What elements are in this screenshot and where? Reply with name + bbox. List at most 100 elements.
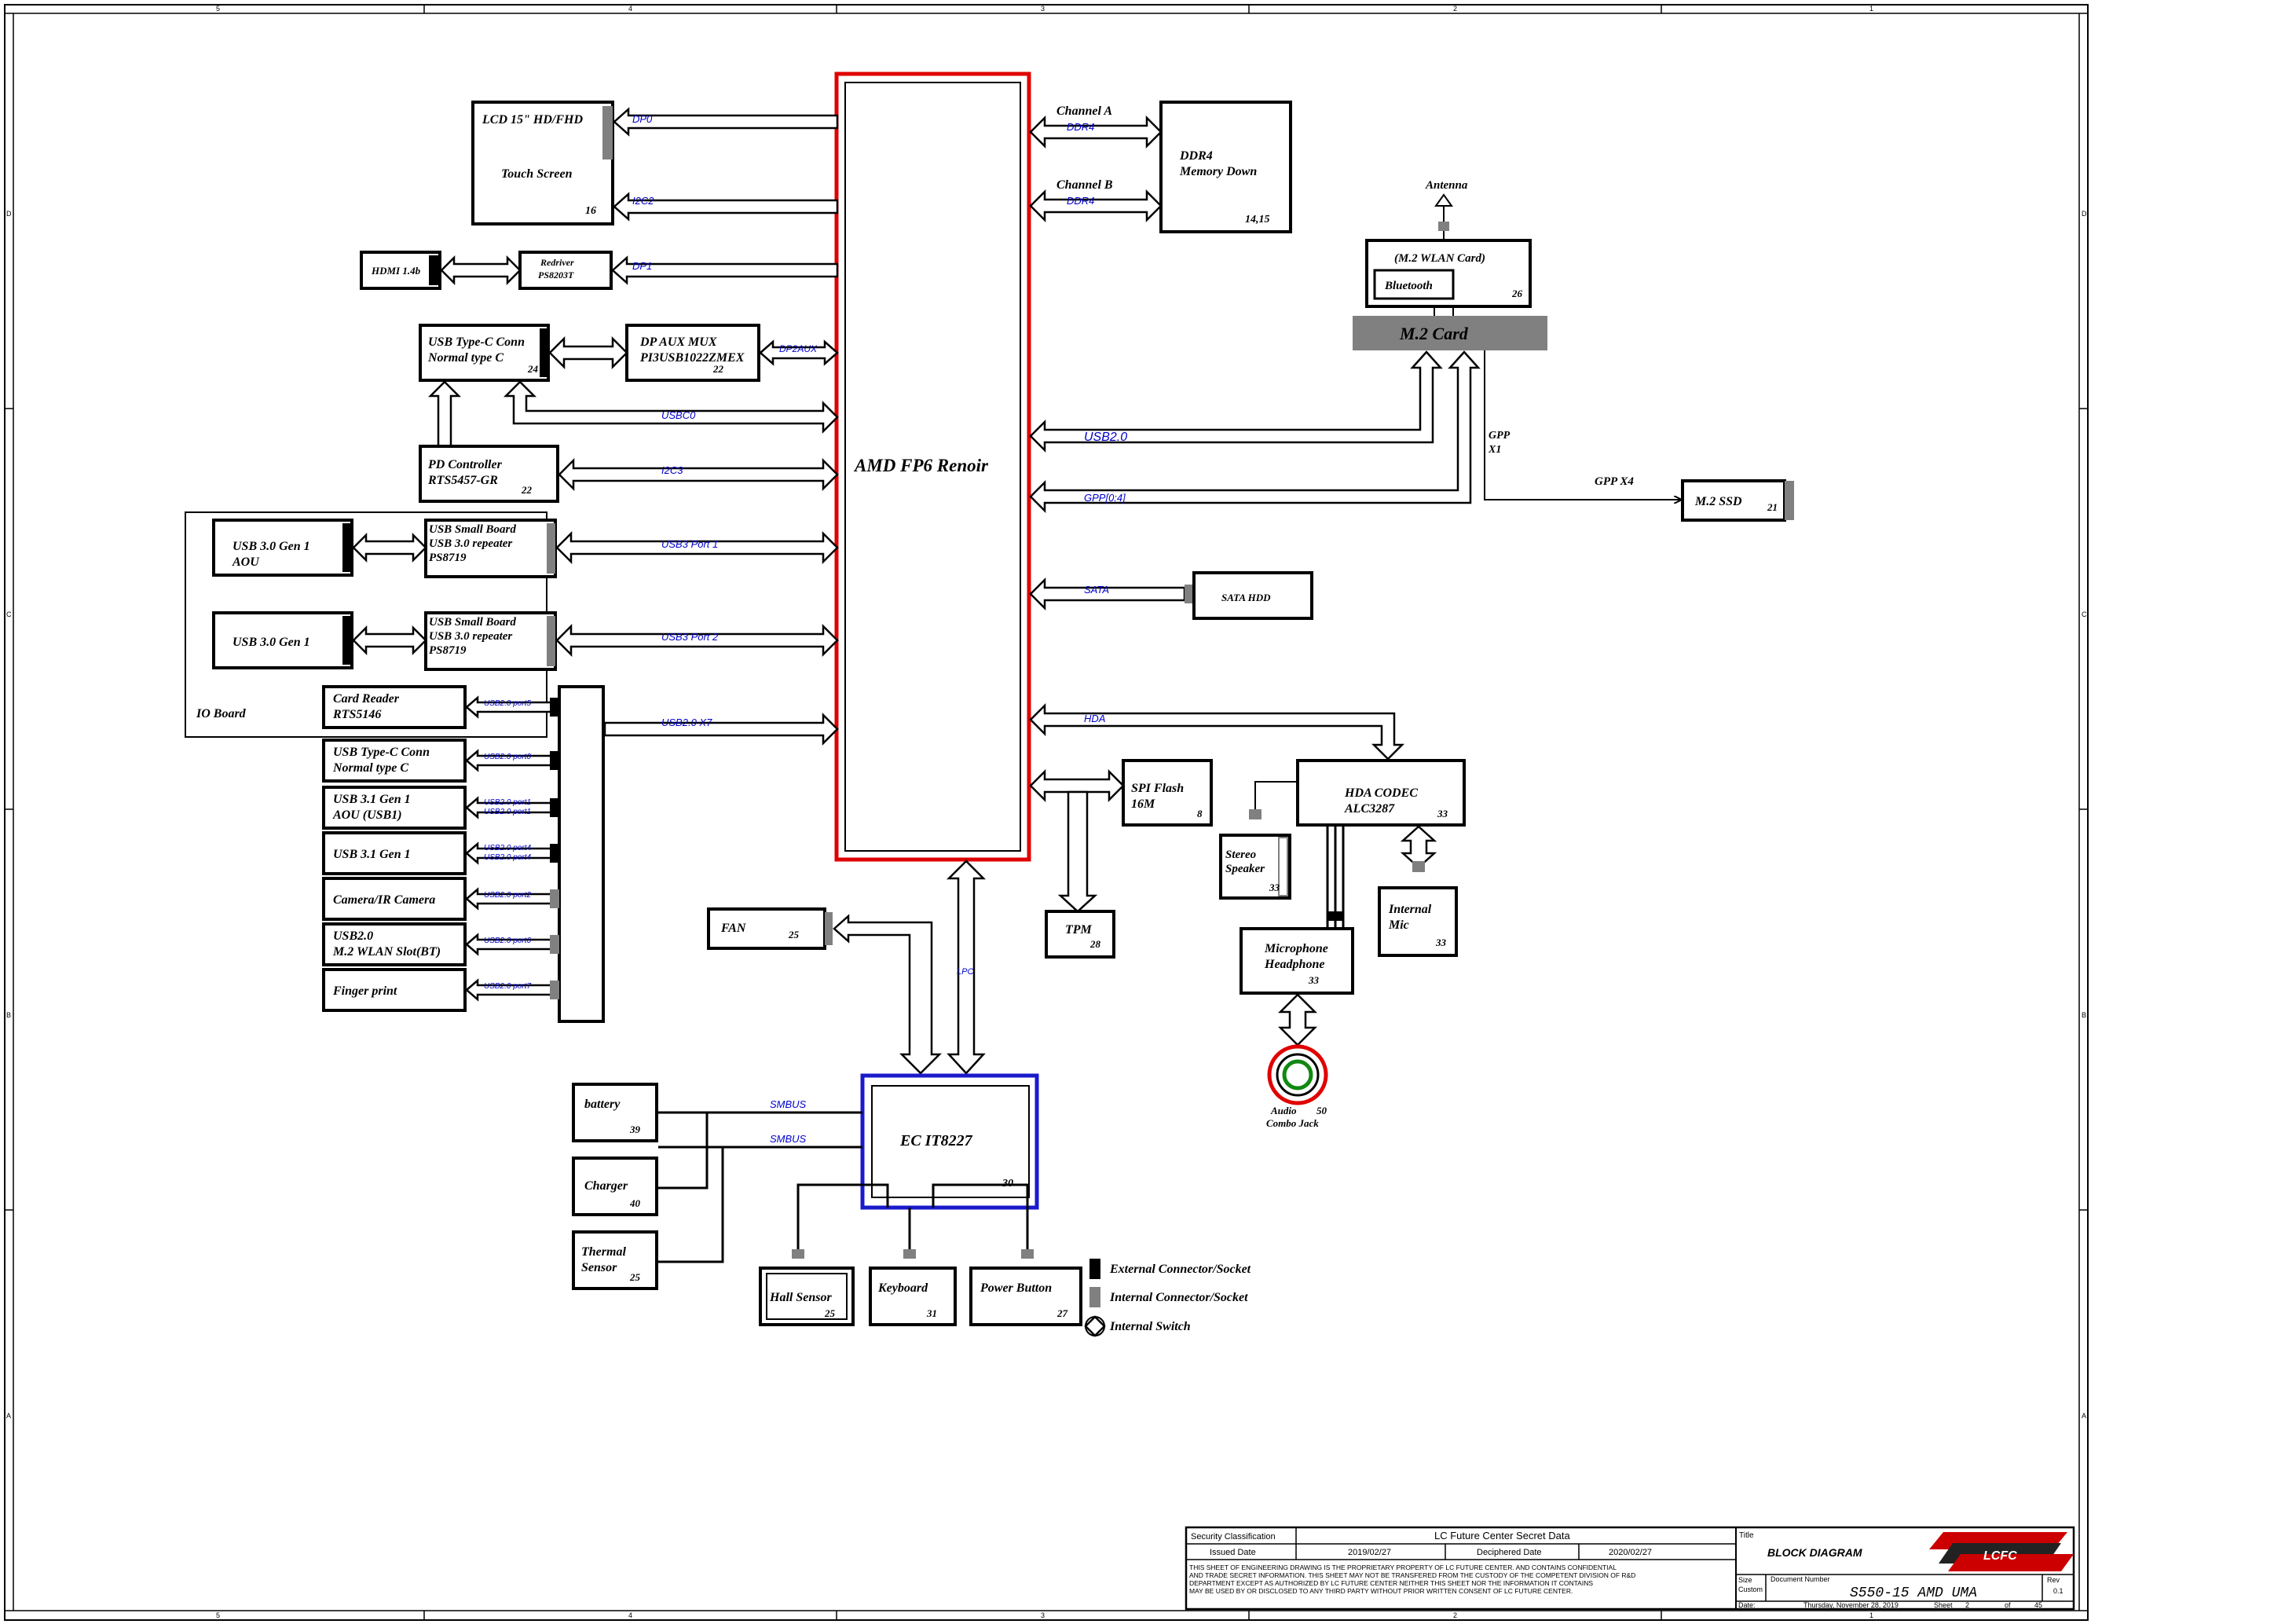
codec-page: 33 <box>1437 808 1448 819</box>
usbc0-arrow <box>503 380 839 434</box>
frame-row-label: A <box>6 1412 11 1420</box>
redriver-dp-signal: DP1 <box>632 260 652 272</box>
deciphered-value: 2020/02/27 <box>1609 1548 1652 1557</box>
docnum-label: Document Number <box>1771 1575 1830 1583</box>
keyboard-label: Keyboard <box>877 1281 928 1295</box>
usb2-device-connector <box>550 844 559 863</box>
lcd-block: LCD 15" HD/FHD Touch Screen 16 DP0 I2C2 <box>471 101 839 225</box>
pd-line1: PD Controller <box>427 458 503 471</box>
lcd-i2c-signal: I2C2 <box>632 195 654 207</box>
frame-row-label: A <box>2082 1412 2086 1420</box>
audio-jack-inner <box>1282 1059 1313 1091</box>
headphone-page: 33 <box>1308 974 1320 986</box>
hall-inner-border <box>766 1273 848 1320</box>
frame-col-label: 2 <box>1453 5 1457 13</box>
mic-line1: Internal <box>1388 903 1432 916</box>
pd-block: PD Controller RTS5457-GR 22 I2C3 <box>419 380 839 503</box>
headphone-box <box>1240 927 1354 995</box>
ssd-internal-connector <box>1785 481 1794 520</box>
frame-row-label: C <box>6 610 12 618</box>
antenna-connector <box>1438 222 1449 231</box>
usb2-device-item: USB2.0M.2 WLAN Slot(BT)USB2.0 port6 <box>322 922 561 966</box>
frame-row-label: B <box>6 1011 11 1019</box>
usb2-device-connector <box>550 981 559 999</box>
repeater2-internal-connector <box>547 616 555 666</box>
fan-ec-arrow <box>833 914 943 1075</box>
legend-switch-label: Internal Switch <box>1109 1320 1191 1333</box>
usbc0-signal: USBC0 <box>661 409 696 421</box>
dpmux-line1: DP AUX MUX <box>639 335 717 349</box>
wlan-block: Antenna (M.2 WLAN Card) Bluetooth 26 M.2… <box>1353 179 1547 350</box>
pd-line2: RTS5457-GR <box>427 474 498 487</box>
hdmi-redriver-arrow <box>440 255 522 286</box>
legend-external-swatch <box>1089 1259 1100 1279</box>
redriver-box <box>518 251 613 290</box>
bluetooth-label: Bluetooth <box>1384 280 1433 292</box>
lcd-subtitle: Touch Screen <box>501 167 573 181</box>
issued-label: Issued Date <box>1210 1548 1256 1557</box>
mic-connector <box>1412 861 1425 872</box>
dpmux-aux-signal: DP2AUX <box>779 343 818 354</box>
ddr-page: 14,15 <box>1245 214 1270 225</box>
ec-label: EC IT8227 <box>899 1132 973 1149</box>
title-value: BLOCK DIAGRAM <box>1767 1546 1862 1559</box>
rev-value: 0.1 <box>2053 1587 2063 1595</box>
hdmi-label: HDMI 1.4b <box>371 265 421 277</box>
m2card-bar <box>1353 316 1547 350</box>
legend-internal-swatch <box>1089 1287 1100 1307</box>
headphone-line2: Headphone <box>1264 958 1324 971</box>
usb3-port1-signal: USB3 Port 1 <box>661 538 718 550</box>
usb30a-line1: USB 3.0 Gen 1 <box>233 540 310 553</box>
mic-box <box>1378 886 1458 957</box>
speaker-line2: Speaker <box>1225 863 1265 875</box>
ddr-channel-a-label: Channel A <box>1056 104 1112 118</box>
gpp-x4-line <box>1484 493 1681 500</box>
gpp-signal: GPP[0:4] <box>1084 492 1126 504</box>
usb20-wlan-signal: USB2.0 <box>1084 431 1127 444</box>
lcd-i2c-arrow <box>613 192 839 222</box>
sheet-value: 2 <box>1965 1601 1969 1609</box>
codec-line2: ALC3287 <box>1344 802 1395 816</box>
charger-page: 40 <box>629 1197 641 1209</box>
dpmux-box <box>625 324 760 382</box>
soc-outer-border <box>834 71 1031 862</box>
hall-connector <box>792 1249 804 1259</box>
repeater1-line3: PS8719 <box>429 552 467 564</box>
usb30b-box <box>212 611 353 669</box>
usb30b-repeater-arrow <box>352 625 427 656</box>
size-label: Size <box>1738 1576 1752 1584</box>
tpm-page: 28 <box>1089 938 1101 950</box>
lcd-dp-signal: DP0 <box>632 113 653 125</box>
usb2-device-line1: USB 3.1 Gen 1 <box>333 848 411 861</box>
spi-page: 8 <box>1197 808 1203 819</box>
usb2-device-port: USB2.0 port2 <box>484 891 531 900</box>
usb2-device-port: USB2.0 port1 <box>484 798 531 807</box>
keyboard-page: 31 <box>926 1307 937 1319</box>
tpm-box <box>1045 910 1115 959</box>
hall-page: 25 <box>824 1307 836 1319</box>
gpp-x1-line1: GPP <box>1489 430 1511 442</box>
bluetooth-box <box>1373 269 1455 300</box>
usb2-device-port: USB2.0 port4 <box>484 853 531 862</box>
usb2-device-line2: M.2 WLAN Slot(BT) <box>332 945 441 959</box>
lcd-box <box>471 101 614 225</box>
usb2-device-box <box>322 831 467 875</box>
tpm-arrow <box>1057 790 1098 913</box>
lpc-signal: LPC <box>957 967 973 977</box>
charger-box <box>572 1157 658 1216</box>
audio-jack-middle <box>1276 1053 1320 1097</box>
repeater1-box <box>424 519 557 578</box>
notice-line4: MAY BE USED BY OR DISCLOSED TO ANY THIRD… <box>1189 1587 1573 1595</box>
usb2-device-connector <box>550 798 559 817</box>
legend: External Connector/Socket Internal Conne… <box>1084 1259 1251 1337</box>
antenna-icon <box>1434 193 1453 207</box>
dpmux-aux-arrow <box>759 339 839 366</box>
sata-signal: SATA <box>1084 584 1109 596</box>
usb2-device-line2: AOU (USB1) <box>332 808 402 822</box>
smbus2-signal: SMBUS <box>770 1133 807 1145</box>
pd-box <box>419 445 559 503</box>
usb2-device-line1: USB2.0 <box>333 929 373 943</box>
gpp-x4-label: GPP X4 <box>1595 475 1634 488</box>
dpmux-page: 22 <box>712 363 724 375</box>
usb2-device-box <box>322 968 467 1012</box>
